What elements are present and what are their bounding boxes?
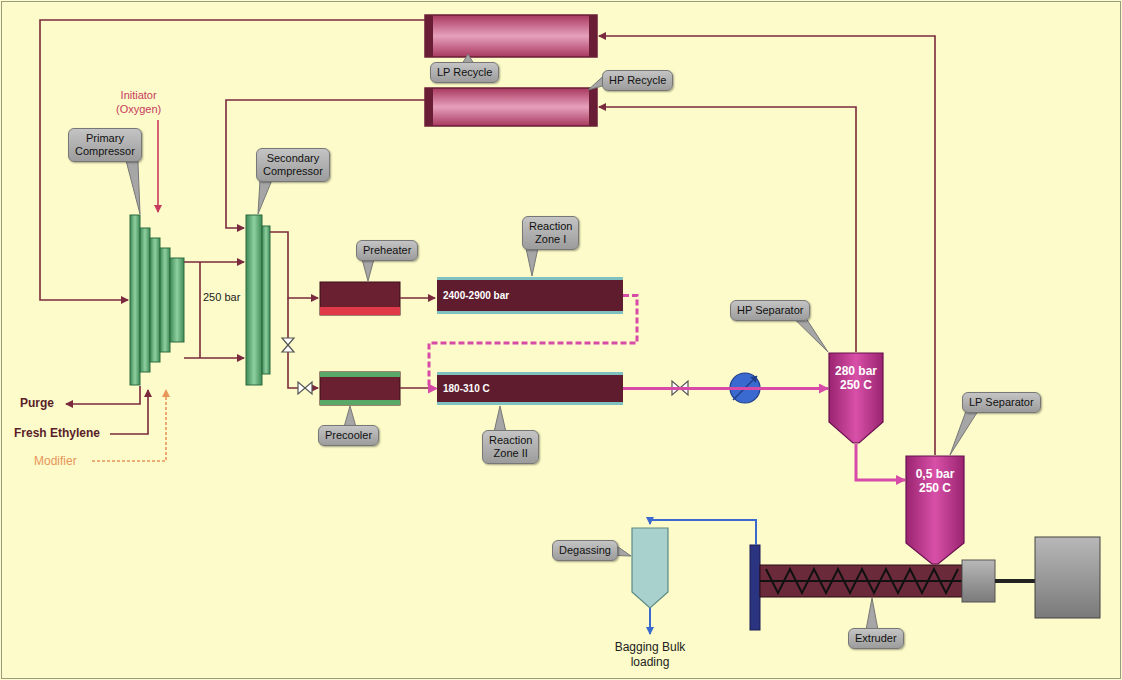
condition-text: 180-310 C [443,383,490,394]
process-label: 250 bar [203,290,240,304]
condition-text: 280 bar 250 C [831,364,881,392]
callout-text: Preheater [363,244,411,257]
process-flow [623,387,828,390]
reactor-tube: 2400-2900 bar [437,277,623,314]
callout-box: Reaction Zone II [482,430,539,464]
callout-text: LP Recycle [437,66,492,79]
callout-tail [950,411,978,455]
callout-box: LP Separator [962,392,1041,413]
callout-tail [526,248,538,276]
callout-text: HP Separator [737,304,803,317]
callout-tail [794,319,828,352]
process-label: Fresh Ethylene [14,426,100,441]
callout-text: Precooler [325,429,372,442]
callout-tail [126,160,140,214]
callout-text: Extruder [855,632,897,645]
callout-box: Precooler [318,425,379,446]
callout-box: LP Recycle [430,62,499,83]
separator-vessel: 0,5 bar 250 C [905,455,965,565]
callout-text: Degassing [559,544,611,557]
callout-tail [344,406,356,427]
callout-text: Reaction Zone I [529,220,572,246]
condition-text: 2400-2900 bar [443,290,509,301]
callout-text: Reaction Zone II [489,434,532,460]
process-flow [856,444,905,480]
callout-box: Preheater [356,240,418,261]
callout-box: HP Separator [730,300,810,321]
process-label: Modifier [34,454,77,469]
callout-tail [362,259,374,281]
process-label: Bagging Bulk loading [600,640,700,670]
callout-tail [494,406,506,432]
callout-text: Primary Compressor [75,132,135,158]
callout-box: HP Recycle [602,70,673,91]
callout-text: HP Recycle [609,74,666,87]
condition-text: 0,5 bar 250 C [910,467,960,495]
separator-vessel: 280 bar 250 C [828,352,884,444]
callout-box: Secondary Compressor [256,148,330,182]
callout-text: LP Separator [969,396,1034,409]
callout-tail [258,180,272,214]
callout-box: Extruder [848,628,904,649]
callout-box: Degassing [552,540,618,561]
callout-box: Primary Compressor [68,128,142,162]
callout-text: Secondary Compressor [263,152,323,178]
process-label: Purge [20,396,54,411]
callout-tail [866,598,878,630]
callout-tail [616,546,631,557]
reactor-tube: 180-310 C [437,372,623,405]
process-label: Initiator (Oxygen) [116,88,161,116]
callout-box: Reaction Zone I [522,216,579,250]
